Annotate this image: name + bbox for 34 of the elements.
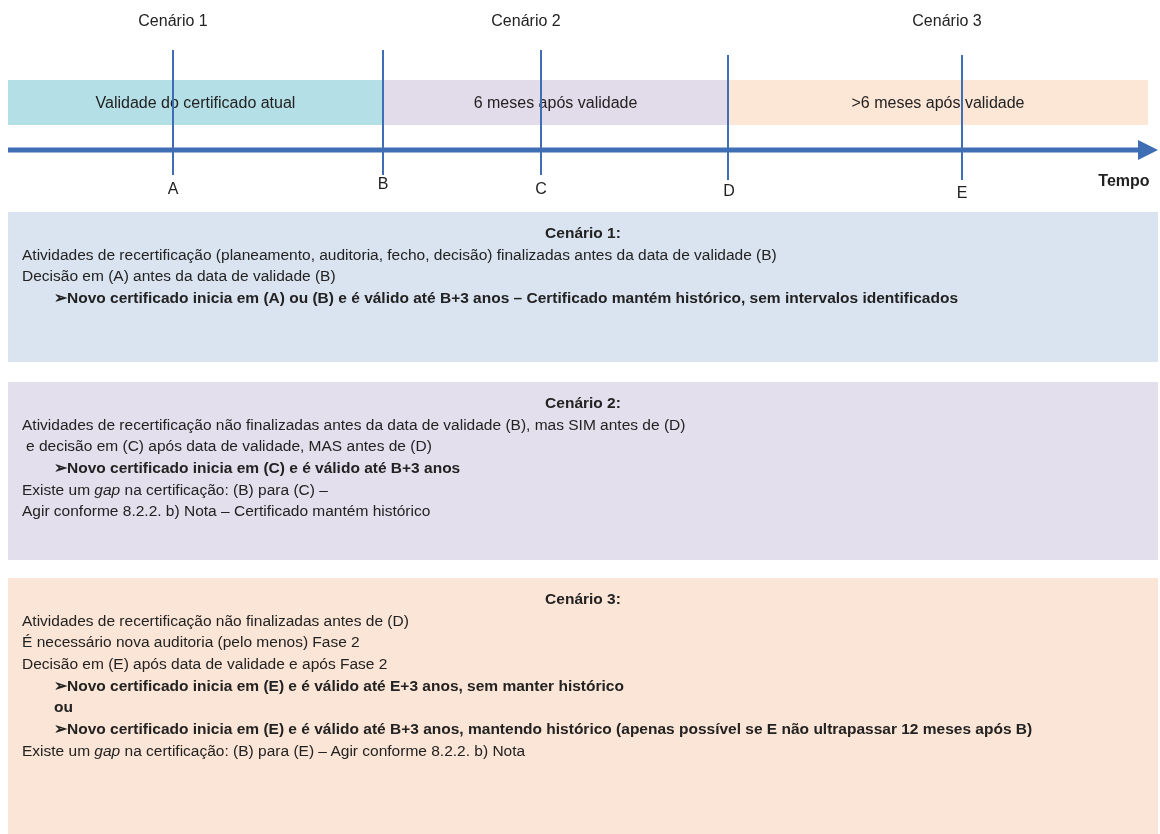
scenario-label: Cenário 1: [138, 12, 208, 30]
panel-text: Atividades de recertificação não finalizadas antes de (D): [22, 610, 409, 631]
scenario-panel: [8, 212, 1158, 362]
scenario-label: Cenário 3: [912, 12, 982, 30]
scenario-panel: [8, 382, 1158, 560]
panel-text: Atividades de recertificação (planeamento, auditoria, fecho, decisão) finalizadas antes da data de validade (B): [22, 244, 777, 265]
point-label: E: [956, 184, 968, 202]
point-label: C: [535, 180, 547, 198]
scenario-label: Cenário 2: [491, 12, 561, 30]
point-label: D: [723, 182, 735, 200]
panel-heading: Cenário 1:: [545, 223, 621, 243]
panel-text: e decisão em (C) após data de validade, MAS antes de (D): [25, 436, 432, 457]
timeline-band: [383, 80, 728, 125]
panel-text: Decisão em (E) após data de validade e após Fase 2: [22, 654, 388, 675]
panel-heading: Cenário 3:: [545, 589, 621, 609]
point-label: B: [377, 175, 389, 193]
band-label: >6 meses após validade: [851, 93, 1025, 112]
panel-text: Atividades de recertificação não finalizadas antes da data de validade (B), mas SIM antes de (D): [22, 414, 686, 435]
point-label: A: [167, 180, 179, 198]
axis-label: Tempo: [1098, 172, 1150, 190]
panel-text: ou: [53, 697, 73, 718]
panel-text: ➢Novo certificado inicia em (A) ou (B) e é válido até B+3 anos – Certificado mantém histórico, sem intervalos identificados: [53, 288, 959, 309]
panel-text: Agir conforme 8.2.2. b) Nota – Certificado mantém histórico: [22, 501, 431, 522]
panel-text: ➢Novo certificado inicia em (E) e é válido até B+3 anos, mantendo histórico (apenas possível se E não ultrapassar 12 meses após B): [53, 719, 1033, 740]
panel-heading: Cenário 2:: [545, 393, 621, 413]
panel-text: ➢Novo certificado inicia em (C) e é válido até B+3 anos: [53, 458, 461, 479]
panel-text: Existe um gap na certificação: (B) para (E) – Agir conforme 8.2.2. b) Nota: [22, 740, 526, 761]
panel-text: É necessário nova auditoria (pelo menos) Fase 2: [22, 632, 360, 653]
panel-text: Existe um gap na certificação: (B) para (C) –: [22, 479, 328, 500]
timeline-band: [8, 80, 383, 125]
scenario-panel: [8, 578, 1158, 834]
timeline-band: [728, 80, 1148, 125]
panel-text: Decisão em (A) antes da data de validade (B): [22, 266, 336, 287]
panel-text: ➢Novo certificado inicia em (E) e é válido até E+3 anos, sem manter histórico: [53, 675, 624, 696]
